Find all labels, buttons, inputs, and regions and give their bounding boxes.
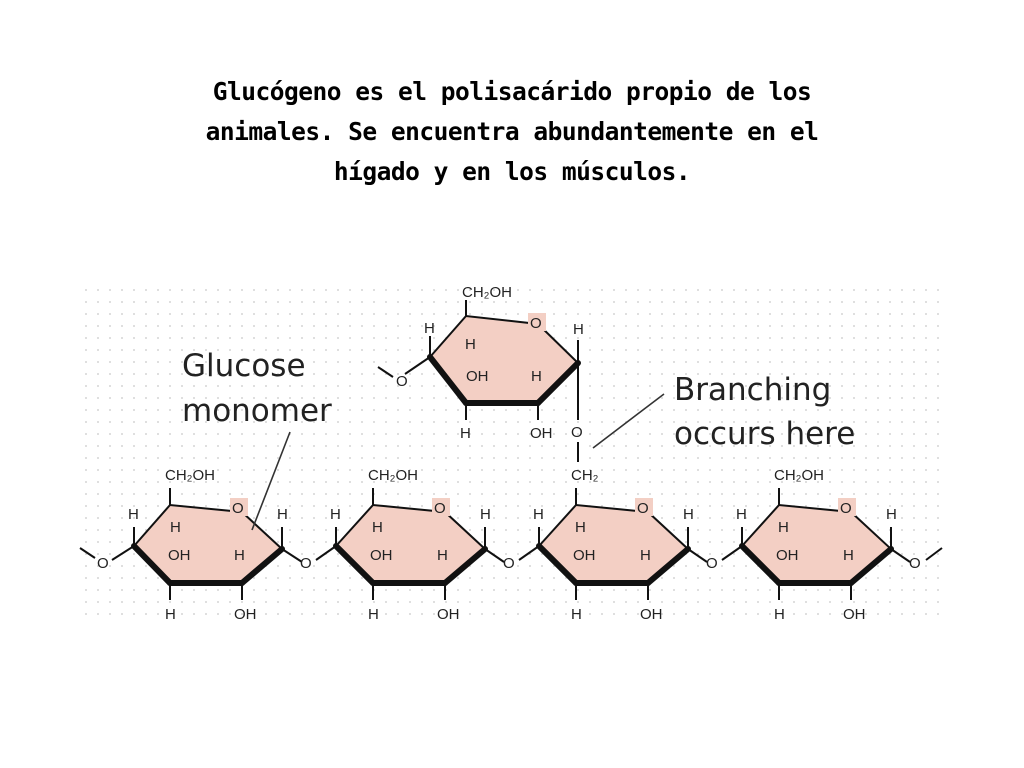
title-line-1: Glucógeno es el polisacárido propio de l…	[212, 77, 812, 106]
callout-branch-line-2: occurs here	[674, 416, 855, 452]
title-line-2: animales. Se encuentra abundantemente en…	[205, 117, 819, 146]
h-label: H	[774, 606, 785, 623]
oh-label: OH	[843, 606, 866, 623]
ring-oxygen-label: O	[637, 500, 649, 517]
slide-title: Glucógeno es el polisacárido propio de l…	[92, 72, 932, 192]
oh-label: OH	[466, 368, 489, 385]
callout-branch-pointer	[592, 393, 665, 449]
glucose-ring-branch: CH₂OH O H O H O H OH H H OH	[377, 284, 584, 462]
glycosidic-oxygen-label: O	[503, 555, 515, 572]
h-label: H	[533, 506, 544, 523]
glucose-ring-3-branch-point: CH₂ O H H H OH H H OH	[533, 467, 708, 623]
callout-branching: Branching occurs here	[592, 372, 855, 452]
h-label: H	[128, 506, 139, 523]
ring-oxygen-label: O	[232, 500, 244, 517]
callout-branch-line-1: Branching	[674, 372, 831, 408]
h-label: H	[571, 606, 582, 623]
title-line-3: hígado y en los músculos.	[333, 157, 691, 186]
h-label: H	[234, 547, 245, 564]
h-label: H	[640, 547, 651, 564]
ch2oh-label: CH₂OH	[165, 467, 215, 484]
callout-monomer-line-1: Glucose	[182, 348, 306, 384]
oh-label: OH	[437, 606, 460, 623]
o-label: O	[97, 555, 109, 572]
h-label: H	[330, 506, 341, 523]
h-label: H	[480, 506, 491, 523]
glucose-ring-4: CH₂OH O H H O H OH H H OH	[736, 467, 943, 623]
h-label: H	[843, 547, 854, 564]
o-label: O	[571, 424, 583, 441]
h-label: H	[437, 547, 448, 564]
callout-monomer-pointer	[251, 431, 291, 531]
oh-label: OH	[776, 547, 799, 564]
glucose-ring-1: CH₂OH O H O H H OH H H OH	[79, 467, 303, 623]
oh-label: OH	[573, 547, 596, 564]
h-label: H	[372, 519, 383, 536]
ch2oh-label: CH₂OH	[368, 467, 418, 484]
h-label: H	[778, 519, 789, 536]
oh-label: OH	[370, 547, 393, 564]
h-label: H	[573, 321, 584, 338]
oh-label: OH	[530, 425, 553, 442]
glycosidic-oxygen-label: O	[706, 555, 718, 572]
h-label: H	[165, 606, 176, 623]
ring-oxygen-label: O	[530, 315, 542, 332]
h-label: H	[886, 506, 897, 523]
ring-oxygen-label: O	[840, 500, 852, 517]
callout-glucose-monomer: Glucose monomer	[182, 348, 332, 531]
o-label: O	[396, 373, 408, 390]
h-label: H	[277, 506, 288, 523]
ch2-label: CH₂	[571, 467, 599, 484]
glucose-ring-2: CH₂OH O H H H OH H H OH	[330, 467, 505, 623]
h-label: H	[170, 519, 181, 536]
h-label: H	[460, 425, 471, 442]
oh-label: OH	[640, 606, 663, 623]
h-label: H	[736, 506, 747, 523]
h-label: H	[465, 336, 476, 353]
h-label: H	[575, 519, 586, 536]
callout-monomer-line-2: monomer	[182, 393, 332, 429]
oh-label: OH	[168, 547, 191, 564]
h-label: H	[531, 368, 542, 385]
h-label: H	[683, 506, 694, 523]
glycosidic-oxygen-label: O	[300, 555, 312, 572]
h-label: H	[424, 320, 435, 337]
ring-oxygen-label: O	[434, 500, 446, 517]
o-label: O	[909, 555, 921, 572]
ch2oh-label: CH₂OH	[774, 467, 824, 484]
h-label: H	[368, 606, 379, 623]
ch2oh-label: CH₂OH	[462, 284, 512, 301]
oh-label: OH	[234, 606, 257, 623]
